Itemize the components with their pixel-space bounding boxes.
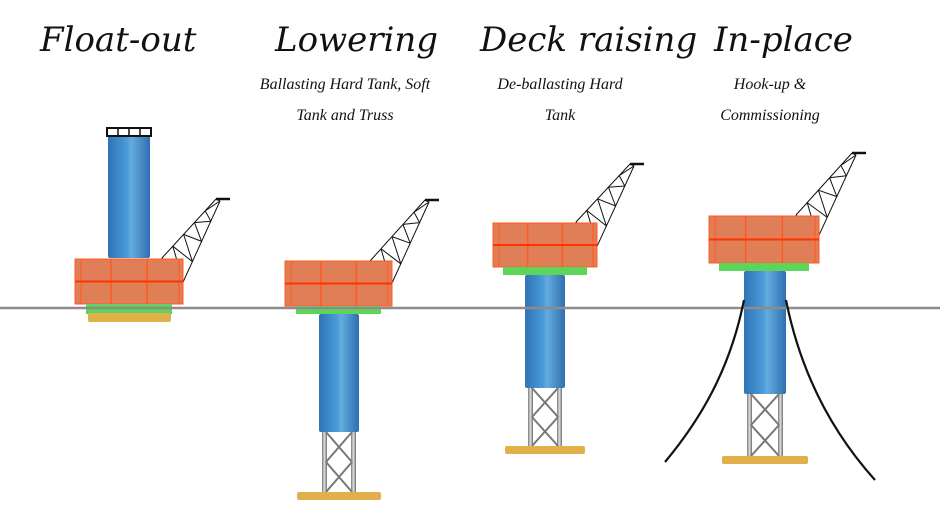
crane-lacing [817,190,828,218]
description-line: Commissioning [720,107,820,124]
truss-section [747,393,783,457]
crane-chord [795,152,853,216]
crane-lacing [204,210,212,222]
soft-tank [722,456,808,464]
crane-lacing [391,236,402,264]
crane-lacing [402,222,420,225]
crane-lacing [829,175,847,179]
crane-lacing [380,248,402,265]
topside-deck [284,260,393,307]
topside-deck [74,258,184,305]
crane-lacing [586,210,607,227]
deck-support [296,306,381,314]
crane-lacing [194,220,211,224]
crane-chord [575,163,631,223]
truss-leg [351,432,356,492]
soft-tank [505,446,585,454]
crane-lacing [183,234,193,262]
deck-support [503,267,587,275]
crane-chord [369,199,426,262]
stage-lowering [284,198,439,500]
truss-brace [325,431,353,463]
topside-deck [492,222,598,268]
mooring-line-left [664,299,746,463]
crane-lacing [413,211,421,223]
description-line: De-ballasting Hard [497,76,623,93]
truss-brace [750,393,780,426]
stage-description-deck-raising: De-ballasting Hard Tank [475,69,645,131]
stage-in-place [708,151,866,464]
truss-brace [325,461,353,493]
hull-top-grid [106,127,152,137]
crane-lacing [413,201,430,213]
truss-leg [528,388,533,446]
truss-section [528,387,562,447]
crane-lacing [818,189,837,198]
truss-leg [322,432,327,492]
description-line: Tank [544,107,576,124]
stage-title-float-out: Float-out [40,20,197,60]
description-line: Ballasting Hard Tank, Soft [259,76,431,93]
stage-description-lowering: Ballasting Hard Tank, Soft Tank and Trus… [240,69,450,131]
crane-lacing [597,198,616,207]
stage-float-out [74,127,230,322]
crane-lacing [391,236,411,244]
topside-deck [708,215,820,264]
crane-lacing [183,233,202,242]
crane-lacing [193,222,203,242]
stage-description-in-place: Hook-up & Commissioning [695,69,845,131]
crane-lacing [618,175,626,187]
hard-tank-hull [319,314,359,432]
crane-chord [161,198,217,259]
crane-lacing [204,200,221,212]
deck-support [719,263,809,271]
truss-brace [531,416,559,447]
truss-leg [557,388,562,446]
description-line: Tank and Truss [296,107,394,124]
crane-lacing [829,177,838,197]
crane-lacing [840,165,847,177]
crane-lacing [840,154,857,166]
hard-tank-hull [744,271,786,394]
stage-deck-raising [492,162,644,454]
truss-brace [750,424,780,457]
stage-title-lowering: Lowering [275,20,439,60]
crane-lacing [597,198,607,227]
crane-lacing [618,165,635,177]
soft-tank [88,313,171,322]
truss-leg [747,394,752,456]
mooring-line-right [784,299,876,481]
truss-section [322,431,356,493]
crane-lacing [608,185,625,188]
soft-tank [297,492,381,500]
crane-lacing [806,202,828,218]
truss-brace [531,387,559,418]
crane-lacing [172,245,193,262]
truss-leg [778,394,783,456]
description-line: Hook-up & [733,76,807,93]
crane-lacing [402,224,411,244]
stage-title-deck-raising: Deck raising [480,20,698,60]
stage-title-in-place: In-place [714,20,853,60]
crane-lacing [607,187,617,207]
hard-tank-hull [525,275,565,388]
hard-tank-hull [108,133,150,258]
